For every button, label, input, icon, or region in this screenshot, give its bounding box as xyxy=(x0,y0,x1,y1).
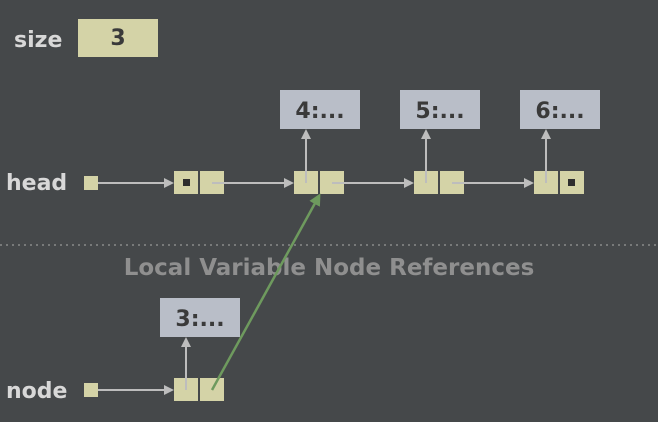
node-pointer-cell xyxy=(84,383,98,397)
value-box-2 xyxy=(400,90,480,129)
size-value: 3 xyxy=(110,26,125,51)
value-box-1 xyxy=(280,90,360,129)
node-label: node xyxy=(6,379,67,404)
value-box-3 xyxy=(520,90,600,129)
local-value-text: 3:... xyxy=(175,307,224,332)
local-value-box xyxy=(160,298,240,337)
null-marker xyxy=(183,179,190,186)
head-label: head xyxy=(6,171,67,196)
head-pointer-cell xyxy=(84,176,98,190)
size-value-box xyxy=(78,19,158,57)
section-label: Local Variable Node References xyxy=(124,255,535,281)
value-text-3: 6:... xyxy=(535,99,584,124)
local-next-link-arrow xyxy=(210,193,321,391)
size-label: size xyxy=(14,28,62,53)
value-text-2: 5:... xyxy=(415,99,464,124)
null-marker-end xyxy=(568,179,575,186)
value-text-1: 4:... xyxy=(295,99,344,124)
